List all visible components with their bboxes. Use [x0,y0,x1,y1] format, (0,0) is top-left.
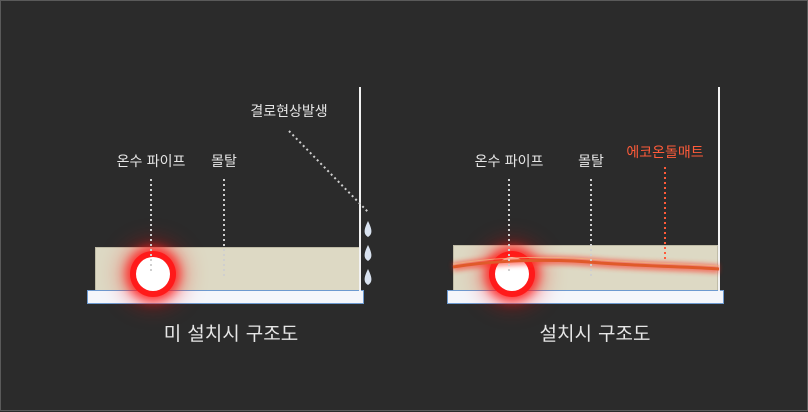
left-caption: 미 설치시 구조도 [163,323,299,345]
right-base-layer [447,290,724,304]
left-pipe-label: 온수 파이프 [116,154,186,170]
left-mortar-label: 몰탈 [211,154,237,170]
left-condensation-label: 결로현상발생 [250,104,328,120]
right-pipe-label: 온수 파이프 [474,154,544,170]
water-droplet-icon [364,221,372,237]
right-mortar-label: 몰탈 [578,154,604,170]
water-droplet-icon [364,269,372,285]
eco-ondol-mat-highlight [452,256,720,267]
left-base-layer [87,290,364,304]
eco-ondol-mat-line [452,258,720,271]
right-wall [718,87,720,291]
water-droplet-icon [364,245,372,261]
condensation-leader [288,130,370,214]
right-mat-label: 에코온돌매트 [626,145,704,161]
right-caption: 설치시 구조도 [539,323,651,345]
left-hot-water-pipe [136,257,170,291]
left-wall [359,87,361,291]
